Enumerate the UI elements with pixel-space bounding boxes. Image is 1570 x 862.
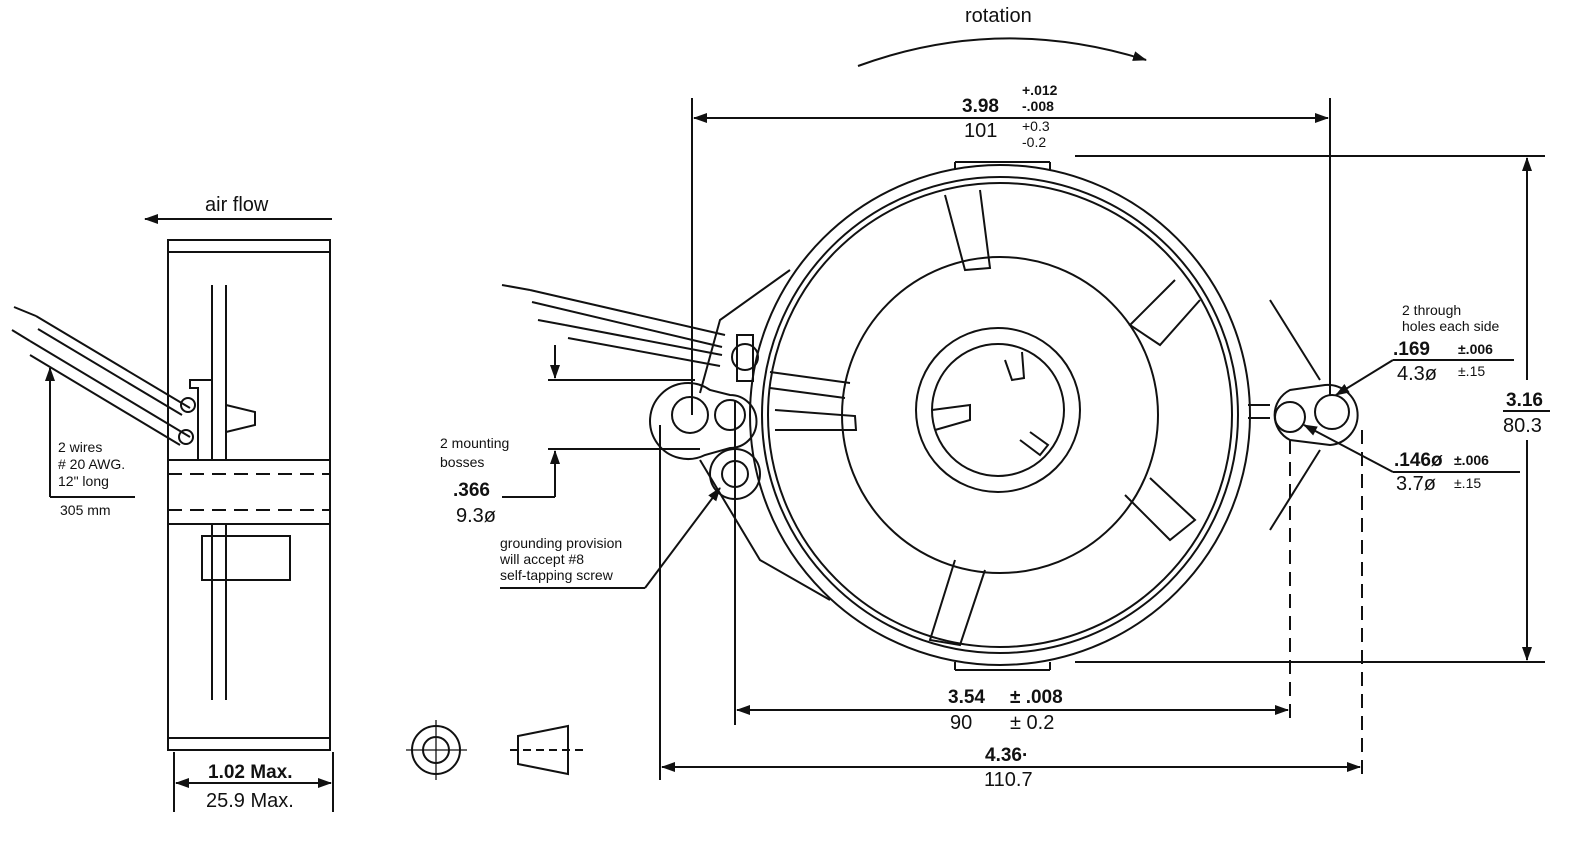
hub-clip <box>225 404 256 433</box>
through-holes-note-line2: holes each side <box>1402 318 1500 334</box>
hole-small-in: .146ø <box>1394 450 1443 471</box>
hole-large-in-tol: ±.006 <box>1458 341 1493 357</box>
housing-outer-ring <box>749 164 1251 666</box>
overall-in: 4.36· <box>985 745 1028 766</box>
bosses-note-line1: 2 mounting <box>440 435 509 451</box>
wires-note-line3: 12" long <box>58 473 109 489</box>
hub-outer <box>915 327 1081 493</box>
hub-inner <box>931 343 1065 477</box>
left-flange <box>699 269 791 394</box>
hole-small-in-tol: ±.006 <box>1454 452 1489 468</box>
mounting-hole <box>671 396 709 434</box>
width-mm-tol-plus: +0.3 <box>1022 118 1050 134</box>
depth-mm: 25.9 Max. <box>206 790 294 812</box>
grounding-note-line3: self-tapping screw <box>500 567 614 583</box>
mounting-hole <box>1314 394 1350 430</box>
projection-symbol <box>406 720 588 780</box>
width-mm-tol-minus: -0.2 <box>1022 134 1046 150</box>
right-mounting-bosses <box>1273 383 1359 447</box>
hole-large-in: .169 <box>1393 339 1430 360</box>
wires-note-line1: 2 wires <box>58 439 102 455</box>
lead-wires <box>11 306 196 446</box>
grounding-note-line1: grounding provision <box>500 535 622 551</box>
hole-small-mm: 3.7ø <box>1396 473 1436 495</box>
width-in-tol-minus: -.008 <box>1022 98 1054 114</box>
width-mm: 101 <box>964 120 997 142</box>
boss-mm: 9.3ø <box>456 505 496 527</box>
rotation-label: rotation <box>965 5 1032 27</box>
hole-large-mm-tol: ±.15 <box>1458 363 1485 379</box>
height-mm: 80.3 <box>1503 415 1542 437</box>
through-holes-note-line1: 2 through <box>1402 302 1461 318</box>
height-in: 3.16 <box>1506 390 1543 411</box>
motor-housing <box>841 256 1159 574</box>
side-view: air flow 2 wires # 20 AWG. 12" long <box>11 194 334 812</box>
air-flow-label: air flow <box>205 194 269 216</box>
mounting-hole <box>1274 401 1306 433</box>
width-in-tol-plus: +.012 <box>1022 82 1058 98</box>
left-mounting-bosses <box>649 334 761 500</box>
hole-spacing-in: 3.54 <box>948 687 985 708</box>
spokes <box>769 189 1270 647</box>
front-view: rotation <box>440 5 1550 791</box>
fan-side-body <box>167 239 331 751</box>
wires-note-line2: # 20 AWG. <box>58 456 125 472</box>
grounding-note-line2: will accept #8 <box>499 551 584 567</box>
bosses-note-line2: bosses <box>440 454 484 470</box>
rotation-arrow <box>857 37 1147 67</box>
boss-in: .366 <box>453 480 490 501</box>
right-flange <box>1269 299 1321 381</box>
hole-spacing-mm: 90 <box>950 712 972 734</box>
wires-metric: 305 mm <box>60 502 111 518</box>
mounting-hole <box>714 399 746 431</box>
hole-large-mm: 4.3ø <box>1397 363 1437 385</box>
front-lead-wires <box>501 284 726 367</box>
overall-mm: 110.7 <box>984 769 1033 791</box>
hole-spacing-mm-tol: ± 0.2 <box>1010 712 1054 734</box>
width-in: 3.98 <box>962 96 999 117</box>
hole-small-mm-tol: ±.15 <box>1454 475 1481 491</box>
hole-spacing-in-tol: ± .008 <box>1010 687 1063 708</box>
depth-in: 1.02 Max. <box>208 762 293 783</box>
